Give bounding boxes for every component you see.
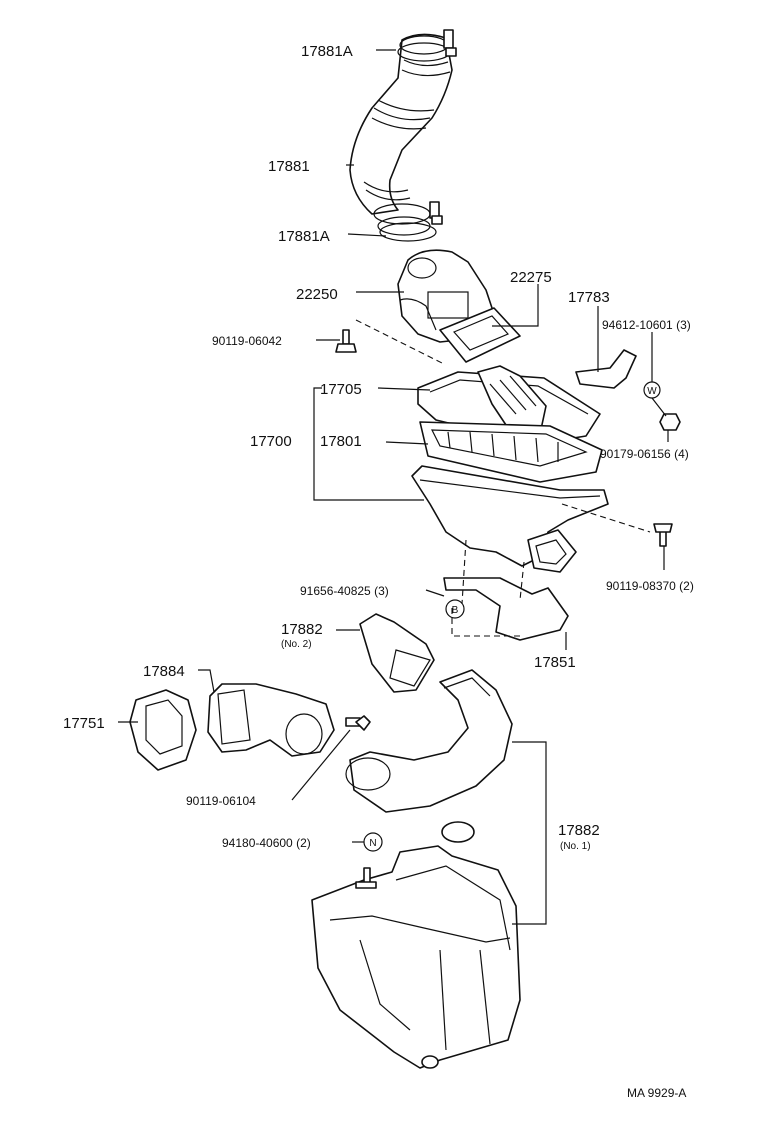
hose-17882-no1	[345, 669, 513, 813]
svg-text:B: B	[452, 605, 459, 616]
resonator-tank	[311, 821, 521, 1069]
label-90179-06156: 90179-06156 (4)	[600, 447, 689, 461]
label-17851: 17851	[534, 654, 576, 671]
leader-lines	[118, 49, 669, 925]
label-17881A-top: 17881A	[301, 43, 353, 60]
gasket-22275	[439, 307, 521, 363]
label-17881: 17881	[268, 158, 310, 175]
label-90119-08370: 90119-08370 (2)	[606, 579, 694, 593]
svg-text:N: N	[369, 838, 376, 849]
air-inlet-17751	[129, 689, 197, 771]
air-cleaner-case-17700	[411, 465, 609, 573]
label-17882-no1-sub: (No. 1)	[560, 841, 591, 852]
label-90119-06042: 90119-06042	[212, 334, 282, 348]
marker-n-icon: N	[363, 832, 383, 852]
bolt-90119-06042-icon	[335, 329, 357, 353]
label-94180-40600: 94180-40600 (2)	[222, 836, 311, 850]
label-91656-40825: 91656-40825 (3)	[300, 584, 389, 598]
hose-clamp-bottom	[379, 201, 443, 242]
label-90119-06104: 90119-06104	[186, 794, 256, 808]
bolt-90119-06104-icon	[345, 715, 371, 731]
label-17882-no2-sub: (No. 2)	[281, 639, 312, 650]
air-filter-element-17801	[419, 421, 603, 483]
label-22275: 22275	[510, 269, 552, 286]
alignment-lines	[355, 319, 651, 637]
svg-text:W: W	[647, 386, 657, 397]
label-22250: 22250	[296, 286, 338, 303]
label-17884: 17884	[143, 663, 185, 680]
stud-94180-40600-icon	[355, 867, 377, 889]
label-17882-no1: 17882	[558, 822, 600, 839]
marker-w-icon: W	[643, 381, 661, 399]
bracket-17851	[443, 577, 569, 641]
bracket-17783	[575, 349, 637, 389]
nut-90179-06156-icon	[659, 413, 681, 431]
part-labels: 17881A 17881 17881A 22250 22275 17783 90…	[63, 43, 694, 1100]
label-17783: 17783	[568, 289, 610, 306]
hose-17882-no2	[359, 613, 435, 693]
label-17882-no2: 17882	[281, 621, 323, 638]
marker-b-icon: B	[445, 599, 465, 619]
label-17700: 17700	[250, 433, 292, 450]
label-17751: 17751	[63, 715, 105, 732]
label-17705: 17705	[320, 381, 362, 398]
label-17801: 17801	[320, 433, 362, 450]
label-94612-10601: 94612-10601 (3)	[602, 318, 691, 332]
hose-clamp-top	[397, 29, 457, 62]
bolt-90119-08370-icon	[653, 523, 673, 547]
duct-17884	[207, 683, 335, 757]
label-17881A-bottom: 17881A	[278, 228, 330, 245]
drawing-code: MA 9929-A	[627, 1086, 686, 1100]
